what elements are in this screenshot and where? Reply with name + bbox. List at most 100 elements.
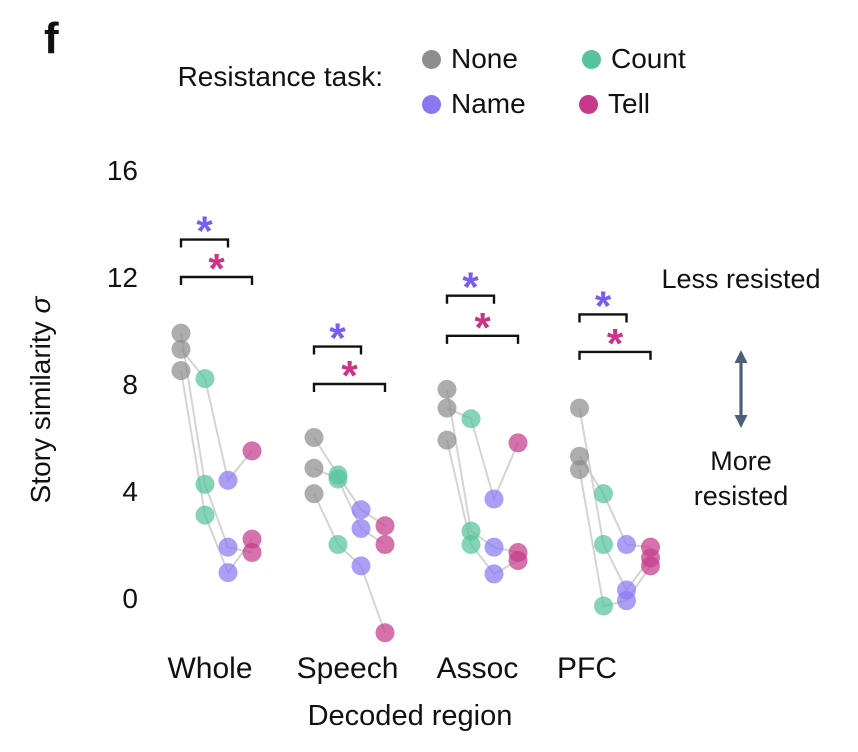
- data-point-none: [570, 446, 589, 466]
- data-point-tell: [508, 433, 528, 453]
- significance-bracket: [179, 275, 254, 285]
- data-point-none: [304, 484, 324, 504]
- data-point-none: [304, 458, 324, 478]
- data-point-tell: [641, 556, 660, 576]
- data-point-tell: [375, 623, 395, 643]
- significance-asterisk: *: [474, 304, 491, 351]
- resistance-arrow-head-down: [734, 415, 748, 428]
- significance-bracket: [578, 313, 628, 323]
- data-point-name: [484, 489, 504, 509]
- data-point-tell: [508, 551, 528, 571]
- data-point-count: [195, 369, 215, 389]
- data-point-none: [171, 339, 191, 359]
- significance-asterisk: *: [595, 282, 612, 329]
- significance-asterisk: *: [607, 320, 624, 367]
- data-point-tell: [242, 543, 262, 563]
- data-point-name: [218, 470, 238, 490]
- significance-bracket: [578, 350, 652, 360]
- name-dot-icon: [422, 94, 441, 114]
- data-point-count: [195, 474, 215, 494]
- significance-bracket: [312, 345, 363, 355]
- significance-bracket: [445, 334, 520, 344]
- subject-line: [446, 407, 519, 503]
- data-point-name: [484, 537, 504, 557]
- data-point-name: [218, 563, 238, 583]
- x-category-label: Assoc: [437, 652, 519, 685]
- y-tick-label: 16: [107, 155, 138, 186]
- data-point-none: [171, 323, 191, 343]
- data-point-count: [594, 535, 613, 554]
- count-dot-icon: [582, 49, 601, 69]
- legend-item-tell: Tell: [579, 88, 650, 120]
- legend-item-name: Name: [422, 88, 526, 120]
- data-point-count: [461, 521, 481, 541]
- data-point-tell: [375, 535, 395, 554]
- data-point-none: [437, 430, 457, 450]
- more-resisted-label: More resisted: [693, 446, 789, 511]
- data-point-name: [218, 537, 238, 557]
- y-tick-label: 0: [122, 583, 138, 614]
- data-point-none: [437, 398, 457, 418]
- significance-bracket: [179, 238, 230, 248]
- significance-asterisk: *: [208, 245, 225, 292]
- panel-label: f: [44, 14, 59, 63]
- data-point-name: [351, 500, 371, 520]
- significance-asterisk: *: [329, 315, 346, 362]
- data-point-name: [351, 556, 371, 576]
- data-point-name: [351, 518, 371, 538]
- subject-line: [446, 389, 519, 554]
- subject-line: [180, 333, 253, 554]
- legend-label-none: None: [451, 43, 518, 74]
- y-tick-label: 8: [122, 369, 138, 400]
- subject-line: [180, 348, 253, 483]
- significance-bracket: [312, 382, 387, 392]
- sigma-symbol: σ: [25, 296, 56, 314]
- legend-label-name: Name: [451, 88, 526, 119]
- y-tick-label: 4: [122, 476, 138, 507]
- subject-line: [578, 469, 652, 608]
- y-axis-title: Story similarity σ: [25, 250, 65, 550]
- legend-item-count: Count: [582, 43, 686, 75]
- legend-item-none: None: [422, 43, 518, 75]
- data-point-count: [594, 596, 613, 616]
- x-axis-title: Decoded region: [307, 700, 513, 732]
- none-dot-icon: [422, 49, 441, 69]
- data-point-none: [570, 460, 589, 480]
- significance-asterisk: *: [196, 208, 213, 255]
- data-point-count: [328, 535, 348, 554]
- subject-line: [578, 407, 652, 592]
- legend-label-tell: Tell: [608, 88, 651, 119]
- less-resisted-label: Less resisted: [661, 264, 821, 294]
- data-point-count: [195, 505, 215, 525]
- y-tick-label: 12: [107, 262, 138, 293]
- legend-label-count: Count: [611, 43, 686, 74]
- y-axis-title-text: Story similarity: [25, 321, 56, 504]
- subject-line: [446, 439, 519, 576]
- subject-line: [313, 467, 386, 546]
- subject-line: [180, 370, 253, 575]
- subject-line: [313, 436, 386, 527]
- data-point-tell: [375, 516, 395, 536]
- data-point-none: [437, 379, 457, 399]
- data-point-tell: [242, 529, 262, 549]
- x-category-label: Speech: [297, 652, 399, 685]
- data-point-none: [304, 428, 324, 447]
- x-category-label: PFC: [557, 652, 617, 685]
- x-category-label: Whole: [167, 652, 252, 685]
- data-point-none: [570, 398, 589, 418]
- data-point-name: [484, 564, 504, 584]
- significance-bracket: [445, 294, 496, 304]
- data-point-count: [461, 535, 481, 554]
- data-point-count: [594, 484, 613, 504]
- data-point-count: [328, 469, 348, 489]
- data-point-name: [617, 535, 636, 554]
- significance-asterisk: *: [462, 264, 479, 311]
- data-point-none: [171, 361, 191, 381]
- data-point-tell: [242, 441, 262, 461]
- subject-line: [313, 493, 386, 634]
- resistance-arrow-head-up: [734, 350, 748, 363]
- legend-title: Resistance task:: [177, 61, 383, 92]
- data-point-count: [461, 409, 481, 429]
- data-point-name: [617, 591, 636, 611]
